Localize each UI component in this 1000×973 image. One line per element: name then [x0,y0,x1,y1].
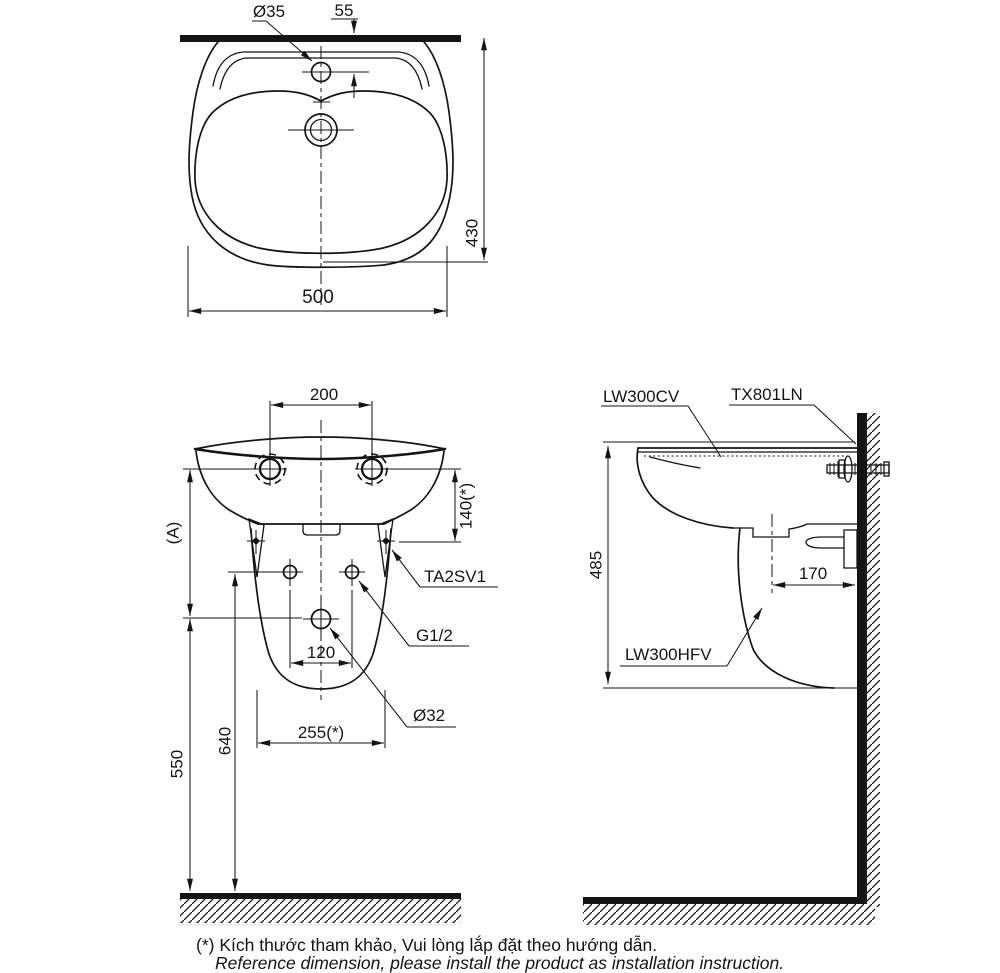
dim-label-55: 55 [335,1,354,20]
dim-140: 140(*) [452,470,476,541]
dim-label-640: 640 [216,727,235,755]
dim-label-430: 430 [463,219,482,247]
bowl-left-outline [195,450,259,525]
dim-label-120: 120 [307,643,335,662]
dim-200: 200 [269,385,373,457]
label-text-lw300cv: LW300CV [603,387,680,406]
dim-faucet-diameter: Ø35 [252,2,313,62]
label-text-g12: G1/2 [416,626,453,645]
label-lw300cv: LW300CV [601,387,722,458]
basin-inner-contour [194,90,448,255]
dim-500: 500 [187,246,448,317]
label-tx801ln: TX801LN [729,385,857,445]
dim-label-255: 255(*) [298,723,344,742]
label-g12: G1/2 [358,580,469,647]
label-text-lw300hfv: LW300HFV [625,645,712,664]
label-text-drain-diameter: Ø32 [413,706,445,725]
top-view: Ø35 55 430 500 [180,1,488,317]
dim-170: 170 [773,564,855,588]
dim-label-faucet-diameter: Ø35 [253,2,285,21]
dim-label-170: 170 [799,564,827,583]
anchor-bolt [826,455,890,483]
floor-hatch [583,904,875,925]
front-view: 200 140(*) (A) 550 640 120 255(*) [164,385,498,923]
wall-section-line [180,35,461,42]
bracket-clip-right [377,517,395,578]
supply-hole-right [339,559,365,586]
floor-line [180,893,461,899]
floor-hatch [180,899,461,923]
wall-hatch [867,413,880,907]
label-lw300hfv: LW300HFV [620,607,763,667]
sink-front-profile [636,447,734,529]
label-text-ta2sv1: TA2SV1 [424,567,486,586]
dim-A: (A) [164,470,193,616]
dim-55: 55 [331,1,369,98]
label-drain-diameter: Ø32 [329,627,456,728]
wall-section [857,413,867,904]
bracket-clip-left [247,517,265,578]
note-english: Reference dimension, please install the … [215,953,784,973]
wall-fitting [805,529,858,569]
dim-label-485: 485 [587,551,606,579]
dim-255: 255(*) [256,690,386,748]
dim-640: 640 [216,574,238,891]
bowl-right-outline [383,450,445,525]
floor-line [583,897,867,904]
dim-label-140: 140(*) [457,483,476,529]
dim-550: 550 [168,619,193,891]
drain-boss-notch [302,523,341,536]
notes: (*) Kích thước tham khảo, Vui lòng lắp đ… [196,934,784,973]
rim-bottom-arc [193,447,447,461]
dim-label-550: 550 [168,750,187,778]
dim-label-500: 500 [302,287,334,308]
shroud-profile [737,527,835,689]
sink-outer-outline [188,41,454,269]
dim-label-200: 200 [310,385,338,404]
label-ta2sv1: TA2SV1 [391,549,498,588]
sink-underside [732,523,858,538]
basin-inner-line [649,456,701,469]
note-vietnamese: (*) Kích thước tham khảo, Vui lòng lắp đ… [196,934,657,955]
side-view: 485 170 LW300CV TX801LN LW300HFV [583,385,890,925]
label-text-tx801ln: TX801LN [731,385,803,404]
dim-485: 485 [587,441,855,684]
supply-hole-left [277,559,303,586]
dim-label-A: (A) [164,522,183,545]
dim-120: 120 [289,590,353,668]
rim-top-arc [194,436,446,450]
dim-430: 430 [323,38,488,263]
